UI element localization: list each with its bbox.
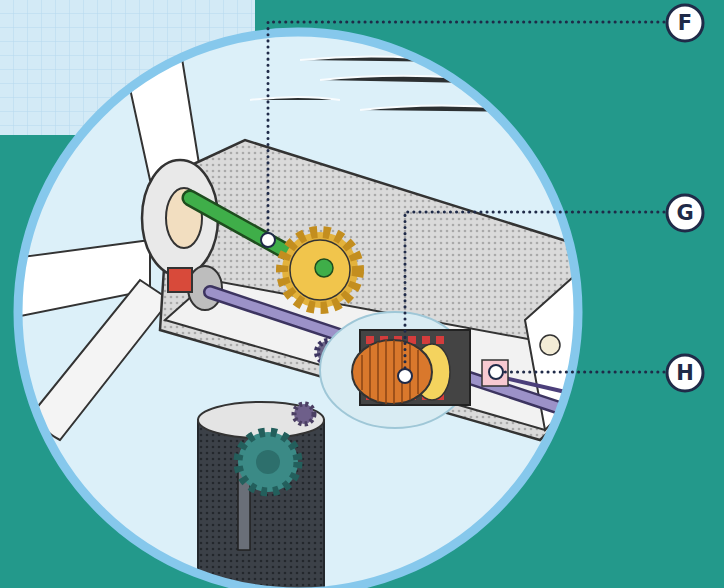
yaw-gear (238, 432, 298, 492)
lens-border (18, 32, 578, 588)
callout-letter: H (676, 363, 694, 384)
yaw-gear-hub (256, 450, 280, 474)
leader-dots (261, 233, 503, 383)
main-gear (282, 232, 358, 308)
callout-letter: G (676, 203, 693, 224)
sensor (540, 335, 560, 355)
callout-outline (667, 195, 703, 231)
main-gear-face (290, 240, 350, 300)
leader-line (268, 22, 664, 240)
rotor (352, 340, 432, 404)
leader-lines (268, 22, 664, 376)
generator-housing (320, 312, 470, 428)
gear-axle (315, 259, 333, 277)
callout-outline (667, 355, 703, 391)
converter (482, 360, 508, 386)
callout-badge: H (665, 353, 705, 393)
main-shaft (190, 198, 298, 258)
wind-streaks (250, 56, 540, 112)
leader-dot (398, 369, 412, 383)
yaw-pinion (294, 404, 314, 424)
brake (168, 268, 192, 292)
main-shaft-outline (190, 198, 298, 258)
hub (142, 160, 218, 276)
callout-badge: G (665, 193, 705, 233)
callout-letter: F (678, 13, 692, 34)
callout-outline (667, 5, 703, 41)
leader-dot (489, 365, 503, 379)
nacelle-housing (160, 140, 595, 440)
generator-shaft (210, 292, 590, 418)
rotor-windings (362, 340, 418, 404)
blade (35, 280, 170, 440)
cable (505, 378, 600, 400)
leader-line (405, 212, 664, 376)
leader-dot (261, 233, 275, 247)
callout-badge: F (665, 3, 705, 43)
generator-shaft-outline (210, 292, 590, 418)
leader-line (496, 371, 664, 374)
tower (198, 420, 324, 588)
